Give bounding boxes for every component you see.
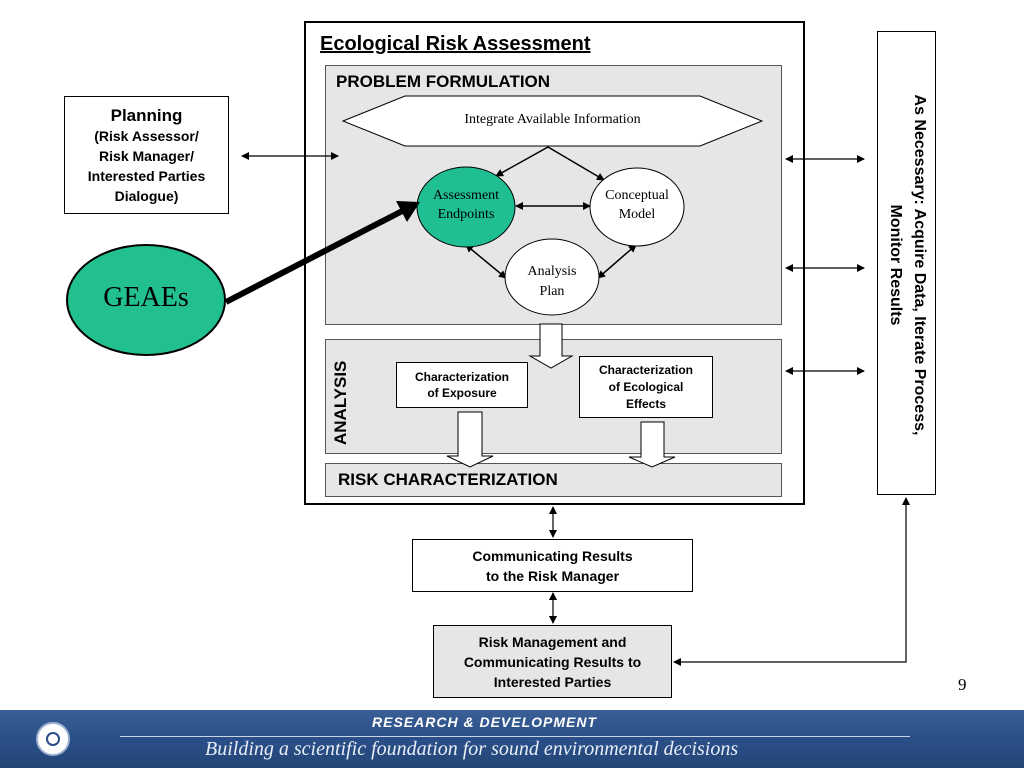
- geaes-label: GEAEs: [103, 282, 189, 313]
- block-arrow-exposure-down: [446, 411, 494, 468]
- analysis-plan-label: Analysis Plan: [527, 264, 577, 299]
- arrow-hex-to-endpoints: [495, 146, 549, 177]
- problem-formulation-label: PROBLEM FORMULATION: [336, 72, 551, 91]
- page-number: 9: [958, 675, 967, 694]
- footer-banner: RESEARCH & DEVELOPMENT Building a scient…: [0, 710, 1024, 768]
- as-necessary-box: [877, 31, 936, 495]
- block-arrow-effects-down: [628, 421, 676, 468]
- assessment-endpoints-ellipse: [416, 166, 516, 248]
- arrow-conceptual-plan: [597, 244, 637, 279]
- arrow-geaes-to-endpoints: [224, 205, 410, 305]
- risk-characterization-panel: [325, 463, 782, 497]
- epa-seal-icon: [36, 722, 70, 756]
- assessment-endpoints-label: Assessment Endpoints: [432, 188, 500, 222]
- footer-tagline: Building a scientific foundation for sou…: [205, 738, 739, 760]
- block-arrow-pf-to-analysis: [528, 323, 574, 369]
- planning-box: Planning (Risk Assessor/ Risk Manager/ I…: [64, 96, 229, 214]
- integrate-info-label: Integrate Available Information: [464, 112, 641, 127]
- risk-characterization-label: RISK CHARACTERIZATION: [338, 470, 558, 489]
- risk-management-box: Risk Management and Communicating Result…: [433, 625, 672, 698]
- characterization-exposure-box: Characterization of Exposure: [396, 362, 528, 408]
- conceptual-model-label: Conceptual Model: [605, 188, 669, 222]
- conceptual-model-ellipse: [589, 167, 685, 247]
- arrow-geaes-head: [396, 201, 420, 222]
- footer-divider: [120, 736, 910, 737]
- arrow-loop-as-necessary: [673, 497, 910, 666]
- planning-title: Planning: [110, 105, 183, 125]
- integrate-info-hexagon: [341, 95, 764, 147]
- communicating-results-box: Communicating Results to the Risk Manage…: [412, 539, 693, 592]
- analysis-plan-ellipse: [504, 238, 600, 316]
- footer-research-development: RESEARCH & DEVELOPMENT: [372, 714, 598, 730]
- diagram-title: Ecological Risk Assessment: [320, 33, 591, 55]
- characterization-effects-box: Characterization of Ecological Effects: [579, 356, 713, 418]
- arrow-endpoints-plan: [465, 244, 507, 279]
- as-necessary-label: As Necessary: Acquire Data, Iterate Proc…: [887, 94, 928, 436]
- arrow-hex-to-conceptual: [547, 146, 605, 181]
